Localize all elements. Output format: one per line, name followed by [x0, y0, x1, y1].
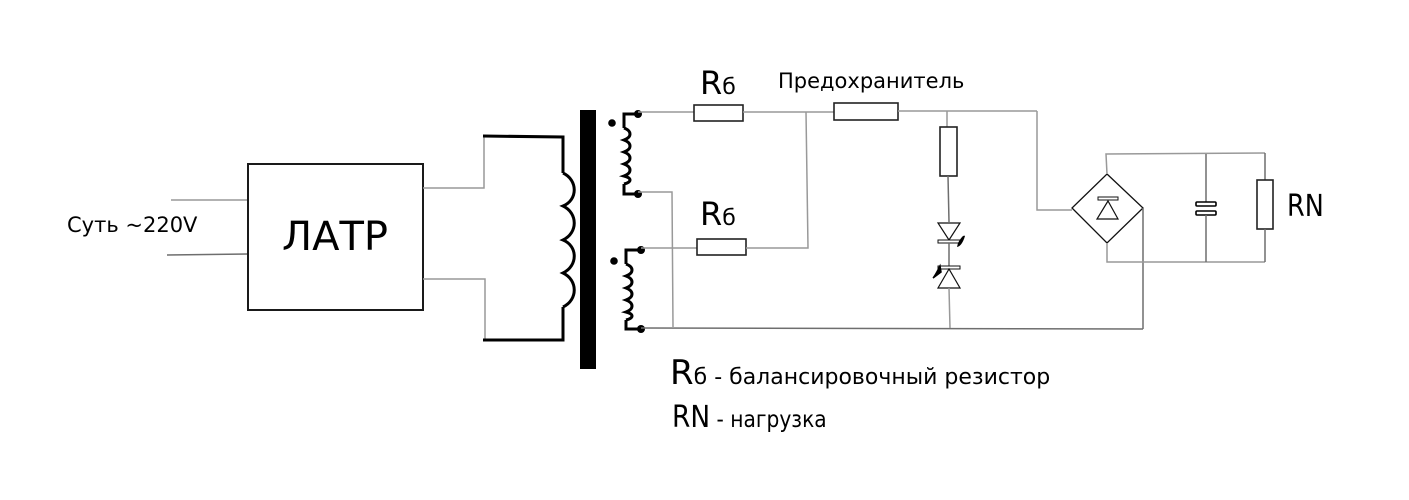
wire-rlimit-to-zener: [947, 175, 950, 223]
wire-sec1-bottom-return: [638, 191, 674, 328]
polarity-dot-1: [608, 119, 616, 127]
capacitor: [1195, 154, 1217, 262]
cap-plate-top: [1195, 201, 1217, 207]
wire-rb2-to-node: [746, 111, 809, 249]
sec1-coil: [618, 126, 632, 186]
wire-common-return: [640, 327, 1144, 330]
latr-out-top-wire: [423, 136, 485, 189]
resistor-rb1: [693, 104, 744, 122]
rb1-label: Rб: [700, 64, 736, 102]
load-resistor: RN: [1256, 153, 1324, 262]
input-wires: [166, 199, 249, 256]
sec2-terminal-bottom: [637, 325, 645, 333]
wire-dc-negative: [1106, 243, 1265, 263]
resistor-rb2: [696, 238, 747, 256]
bridge-diode-bar: [1097, 196, 1119, 201]
legend-rb-sub: б: [694, 365, 708, 390]
sec2-bottom-lead: [624, 320, 641, 331]
rb2-label-main: R: [700, 195, 722, 233]
sec1-terminal-top: [634, 110, 642, 118]
cap-plate-bottom: [1195, 210, 1217, 216]
sec2-coil: [620, 262, 634, 322]
transformer-secondary-1: [608, 110, 642, 198]
primary-coil: [559, 171, 576, 309]
transformer-secondary-2: [610, 246, 645, 333]
input-wire-bottom: [166, 253, 249, 256]
rb2-label-sub: б: [722, 206, 736, 231]
sec2-terminal-top: [637, 246, 645, 254]
latr-output-wires: [423, 136, 486, 341]
legend-item-rn: RN - нагрузка: [672, 399, 827, 434]
sec1-terminal-bottom: [634, 190, 642, 198]
rn-label: RN: [1287, 188, 1324, 224]
sec2-top-lead: [624, 248, 641, 264]
fuse-label: Предохранитель: [778, 69, 964, 93]
primary-top-lead: [482, 134, 565, 173]
zener-diode-1: [936, 222, 962, 242]
fuse: [833, 102, 899, 121]
legend: Rб - балансировочный резистор RN - нагру…: [670, 353, 1050, 434]
transformer-primary: [482, 134, 576, 342]
zener-2-flag: [932, 263, 942, 279]
primary-bottom-lead: [483, 307, 565, 342]
sec1-bottom-lead: [622, 184, 638, 196]
latr-block: ЛАТР: [247, 163, 424, 311]
zener-1-flag: [957, 235, 965, 247]
sec1-top-lead: [622, 112, 638, 128]
bridge-diode-symbol: [1095, 199, 1120, 220]
resistor-rn: [1256, 179, 1274, 230]
wire-zener-to-return: [948, 287, 951, 329]
latr-out-bottom-wire: [423, 278, 486, 341]
latr-label: ЛАТР: [282, 214, 388, 260]
input-voltage-label: Суть ~220V: [67, 213, 198, 237]
transformer-core: [580, 110, 596, 369]
rb1-label-main: R: [700, 64, 722, 102]
resistor-limit: [939, 126, 958, 177]
polarity-dot-2: [610, 257, 618, 265]
shunt-branch: [932, 111, 965, 329]
legend-rn-text: - нагрузка: [710, 407, 827, 434]
latr-box: [247, 163, 424, 311]
legend-rb-text: - балансировочный резистор: [707, 365, 1050, 390]
zener-1-bar: [937, 239, 961, 244]
legend-item-rb: Rб - балансировочный резистор: [670, 353, 1050, 393]
legend-rn-symbol: RN: [672, 399, 710, 434]
legend-rb-symbol: R: [670, 353, 694, 393]
rb2-label: Rб: [700, 195, 736, 233]
wire-to-bridge-left: [1036, 111, 1072, 211]
rb1-label-sub: б: [722, 75, 736, 100]
wire-dc-positive: [1105, 152, 1266, 175]
